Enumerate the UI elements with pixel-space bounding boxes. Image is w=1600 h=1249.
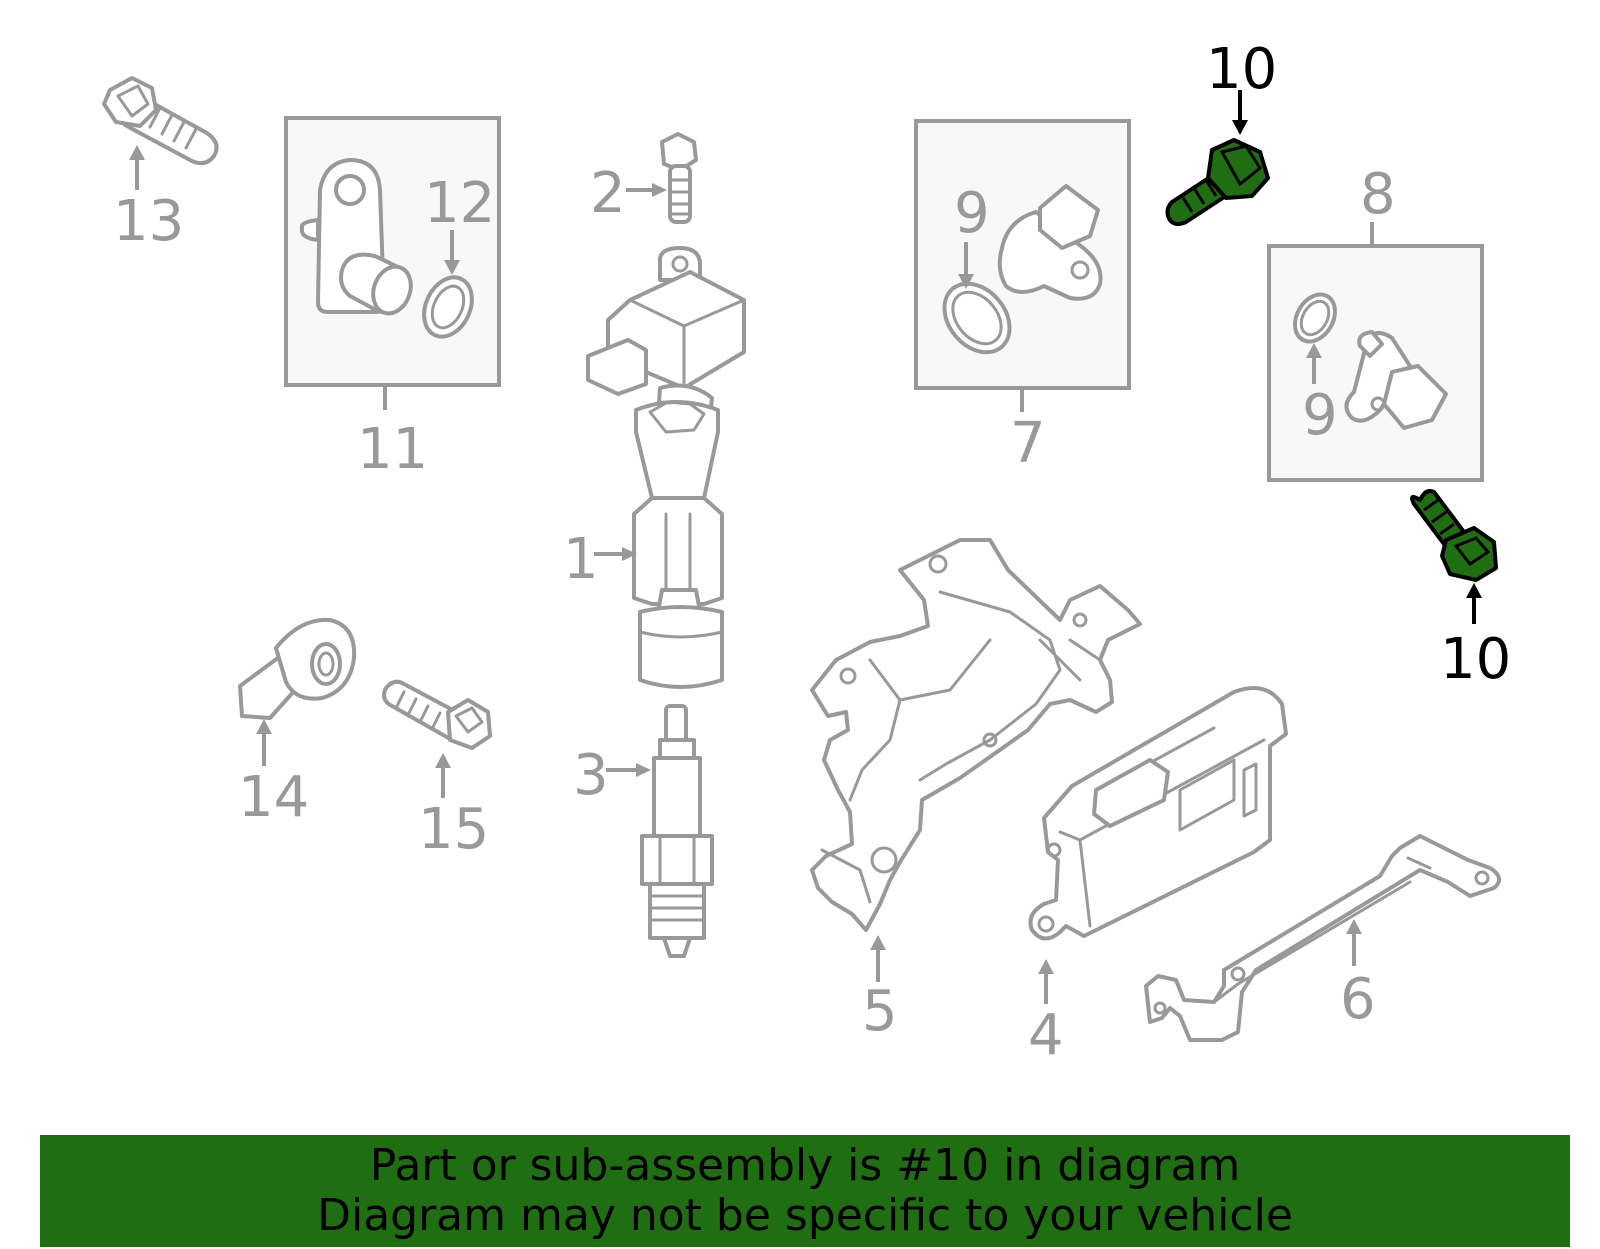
part-11-sensor[interactable]: [299, 158, 417, 319]
label-9a: 9: [954, 181, 990, 246]
part-2-bolt[interactable]: [660, 132, 698, 224]
label-8: 8: [1360, 162, 1396, 227]
label-15: 15: [418, 797, 489, 862]
part-10-bolt-top[interactable]: [1165, 138, 1270, 226]
label-10a: 10: [1206, 37, 1277, 102]
part-3-spark-plug[interactable]: [640, 704, 714, 958]
label-3: 3: [573, 743, 609, 808]
label-10b: 10: [1440, 627, 1511, 692]
part-10-bolt-bottom[interactable]: [1410, 489, 1498, 582]
part-12-oring[interactable]: [415, 270, 481, 345]
part-14-knock-sensor[interactable]: [238, 617, 357, 720]
banner-line-2: Diagram may not be specific to your vehi…: [317, 1190, 1293, 1241]
label-7: 7: [1010, 411, 1046, 476]
banner-line-1: Part or sub-assembly is #10 in diagram: [369, 1140, 1241, 1191]
label-6: 6: [1340, 967, 1376, 1032]
part-1-ignition-coil[interactable]: [586, 246, 746, 689]
part-7-sensor[interactable]: [931, 184, 1103, 365]
label-11: 11: [357, 417, 428, 482]
label-5: 5: [862, 979, 898, 1044]
label-13: 13: [113, 189, 184, 254]
part-8-sensor[interactable]: [1287, 287, 1448, 430]
part-13-bolt[interactable]: [102, 76, 219, 166]
part-15-bolt[interactable]: [382, 679, 492, 750]
label-4: 4: [1028, 1003, 1064, 1068]
label-12: 12: [424, 171, 495, 236]
label-1: 1: [563, 527, 599, 592]
part-5-bracket[interactable]: [810, 538, 1142, 932]
label-9b: 9: [1302, 383, 1338, 448]
part-4-ecu[interactable]: [1028, 686, 1288, 941]
part-6-strap[interactable]: [1144, 834, 1502, 1042]
label-2: 2: [590, 161, 626, 226]
label-14: 14: [238, 765, 309, 830]
info-banner: Part or sub-assembly is #10 in diagram D…: [40, 1135, 1570, 1247]
